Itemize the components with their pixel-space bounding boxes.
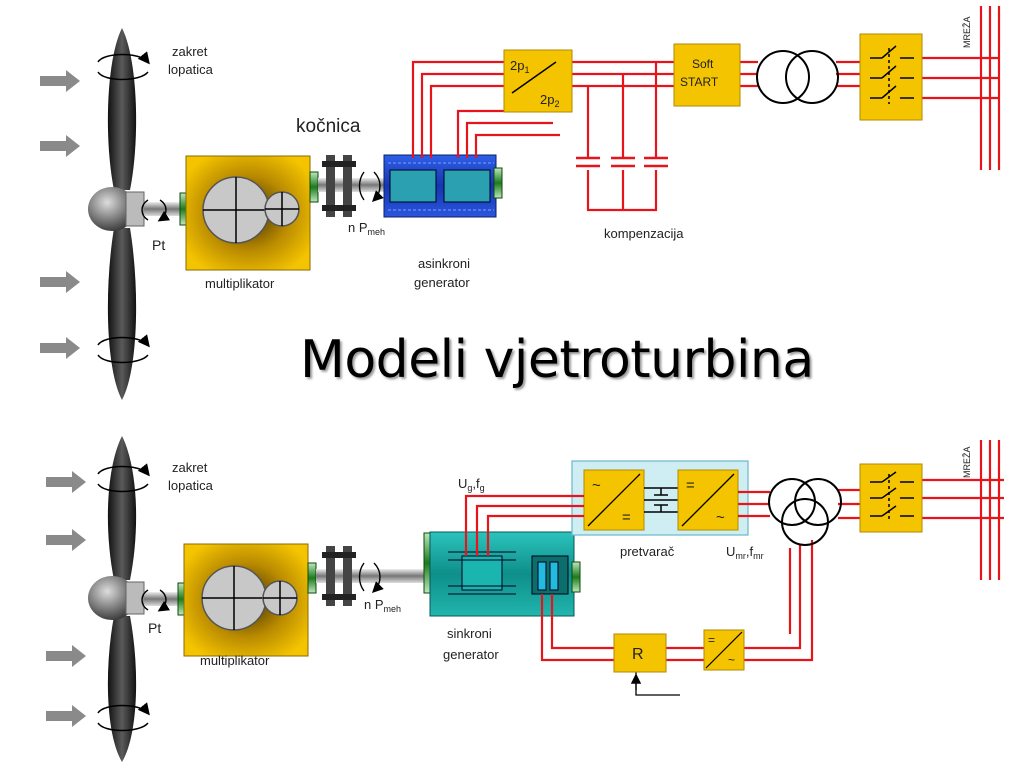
wind-arrow-icon [40, 337, 80, 359]
svg-text:2p2: 2p2 [540, 92, 559, 109]
svg-text:Soft: Soft [692, 57, 714, 71]
wind-arrow-icon [46, 471, 86, 493]
power-lines [411, 6, 1001, 212]
svg-text:~: ~ [592, 477, 601, 494]
hs-shaft [318, 178, 390, 192]
brake-icon [322, 155, 356, 217]
generator-label-line1: asinkroni [418, 256, 470, 271]
power-lines [464, 440, 1004, 662]
async-generator [383, 154, 503, 218]
converter-label: pretvarač [620, 544, 675, 559]
grid-label: MREŽA [962, 17, 972, 49]
regulator: R [613, 633, 667, 673]
gen-voltage-label: Ug,fg [458, 476, 485, 493]
top-model: zakret lopatica Pt multiplikator kočnic [40, 6, 1001, 400]
wind-arrow-icon [46, 645, 86, 667]
wind-arrows [46, 471, 86, 727]
rotor-icon [88, 28, 145, 400]
breaker [859, 33, 923, 121]
svg-text:~: ~ [728, 653, 735, 667]
compensation-label: kompenzacija [604, 226, 684, 241]
svg-text:=: = [708, 633, 715, 647]
gearbox-label: multiplikator [200, 653, 270, 668]
svg-text:START: START [680, 75, 719, 89]
blade-rotation-arrows [97, 51, 150, 364]
svg-text:R: R [632, 646, 644, 663]
wind-arrow-icon [46, 705, 86, 727]
transformer-icon [756, 50, 839, 104]
dc-link-capacitor-icon [644, 487, 678, 513]
svg-text:~: ~ [716, 509, 725, 526]
breaker [859, 463, 923, 533]
generator-label-line1: sinkroni [447, 626, 492, 641]
transformer-icon [768, 478, 842, 546]
gearbox-label: multiplikator [205, 276, 275, 291]
soft-start: Soft START [673, 43, 741, 107]
gearbox [183, 543, 309, 657]
rectifier: ~ = [583, 469, 645, 531]
blade-rotation-label-line1: zakret [172, 44, 208, 59]
inverter: = ~ [677, 469, 739, 531]
generator-label-line2: generator [443, 647, 499, 662]
wind-arrow-icon [46, 529, 86, 551]
rotor-icon [88, 436, 145, 762]
torque-label: Pt [148, 620, 161, 636]
wind-arrow-icon [40, 135, 80, 157]
generator-label-line2: generator [414, 275, 470, 290]
brake-icon [322, 546, 356, 606]
speed-power-label: n Pmeh [348, 220, 385, 237]
brake-label: kočnica [296, 116, 361, 137]
pole-switch: 2p1 2p2 [503, 49, 573, 113]
wind-arrows [40, 70, 80, 359]
compensation-capacitors-icon [576, 156, 668, 168]
grid-voltage-label: Umr,fmr [726, 544, 764, 561]
speed-power-label: n Pmeh [364, 597, 401, 614]
svg-text:2p1: 2p1 [510, 58, 529, 75]
exciter-rectifier: = ~ [703, 629, 745, 671]
sync-generator [423, 531, 581, 617]
blade-rotation-label-line2: lopatica [168, 478, 214, 493]
bottom-model: zakret lopatica Pt multiplikator n Pmeh [46, 436, 1004, 762]
wind-arrow-icon [40, 70, 80, 92]
gearbox [185, 155, 311, 271]
svg-text:=: = [622, 509, 631, 526]
grid-label: MREŽA [962, 447, 972, 479]
svg-text:=: = [686, 477, 695, 494]
blade-rotation-arrows [97, 463, 150, 732]
blade-rotation-label-line2: lopatica [168, 62, 214, 77]
torque-label: Pt [152, 237, 165, 253]
wind-arrow-icon [40, 271, 80, 293]
blade-rotation-label-line1: zakret [172, 460, 208, 475]
page-title: Modeli vjetroturbina [300, 330, 814, 390]
